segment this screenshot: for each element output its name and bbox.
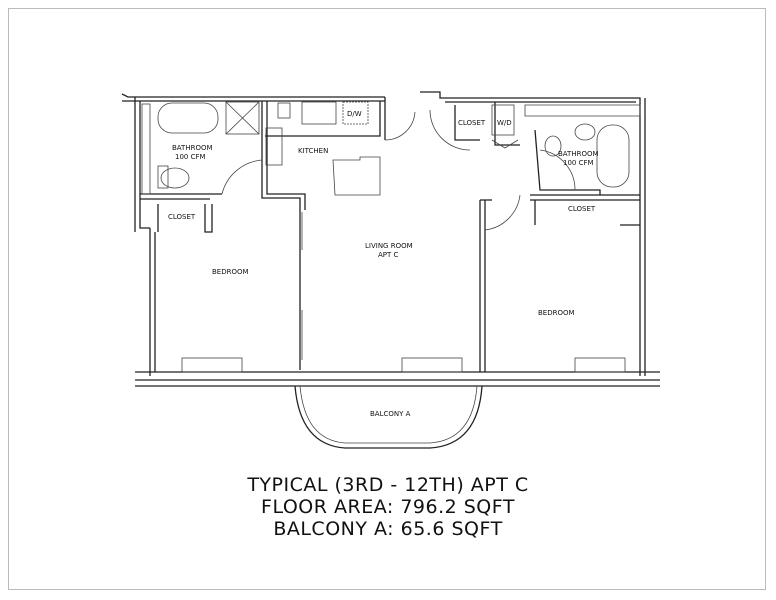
label-closet-left: CLOSET xyxy=(168,213,196,221)
label-closet-top: CLOSET xyxy=(458,119,486,127)
label-bedroom-right: BEDROOM xyxy=(538,309,575,317)
fixtures xyxy=(141,101,641,373)
label-wd: W/D xyxy=(497,119,512,127)
walls xyxy=(121,91,660,387)
caption-title: TYPICAL (3RD - 12TH) APT C xyxy=(247,474,529,496)
label-bathroom-right: BATHROOM xyxy=(558,150,599,158)
label-closet-right: CLOSET xyxy=(568,205,596,213)
label-bathroom-left: BATHROOM xyxy=(172,144,213,152)
label-kitchen: KITCHEN xyxy=(298,147,328,155)
label-bathroom-right-cfm: 100 CFM xyxy=(563,159,594,167)
balcony-outline xyxy=(294,385,483,449)
label-apt: APT C xyxy=(378,251,399,259)
caption-balcony-area: BALCONY A: 65.6 SQFT xyxy=(273,518,503,540)
label-balcony: BALCONY A xyxy=(370,410,411,418)
label-bedroom-left: BEDROOM xyxy=(212,268,249,276)
caption-floor-area: FLOOR AREA: 796.2 SQFT xyxy=(261,496,515,518)
label-dw: D/W xyxy=(347,110,362,118)
label-bathroom-left-cfm: 100 CFM xyxy=(175,153,206,161)
label-living-room: LIVING ROOM xyxy=(365,242,413,250)
page-frame xyxy=(8,8,766,590)
